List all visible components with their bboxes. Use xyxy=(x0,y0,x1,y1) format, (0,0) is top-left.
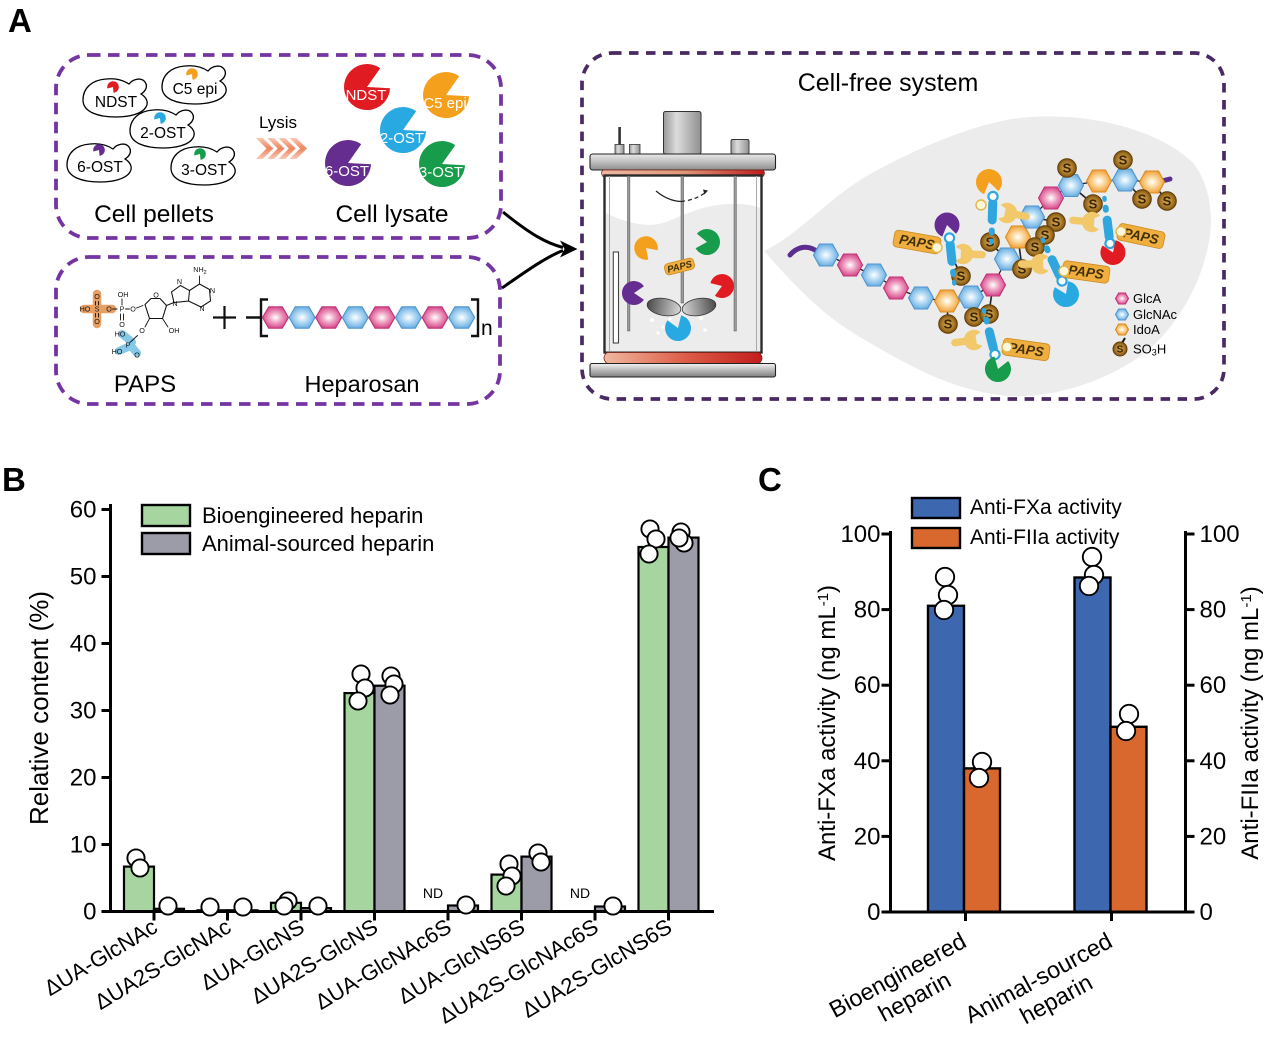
svg-text:PAPS: PAPS xyxy=(1067,262,1105,282)
svg-text:0: 0 xyxy=(83,899,96,926)
svg-text:100: 100 xyxy=(840,521,880,548)
svg-text:O: O xyxy=(94,292,100,301)
svg-text:S: S xyxy=(957,269,966,284)
svg-text:100: 100 xyxy=(1200,521,1240,548)
svg-text:3-OST: 3-OST xyxy=(419,164,463,181)
svg-text:Anti-FXa activity: Anti-FXa activity xyxy=(970,496,1122,519)
svg-text:O: O xyxy=(130,305,136,314)
svg-text:S: S xyxy=(1031,240,1040,255)
svg-text:Lysis: Lysis xyxy=(259,113,297,132)
svg-text:80: 80 xyxy=(854,597,881,624)
svg-text:Animal-sourced heparin: Animal-sourced heparin xyxy=(202,531,434,556)
svg-text:0: 0 xyxy=(867,899,880,926)
svg-text:30: 30 xyxy=(70,698,97,725)
svg-text:2: 2 xyxy=(203,270,206,276)
svg-text:10: 10 xyxy=(70,832,97,859)
svg-text:2-OST: 2-OST xyxy=(140,125,186,142)
svg-text:60: 60 xyxy=(1200,672,1227,699)
svg-text:HO: HO xyxy=(115,330,126,339)
svg-text:80: 80 xyxy=(1200,597,1227,624)
svg-text:PAPS: PAPS xyxy=(898,232,936,253)
svg-text:60: 60 xyxy=(70,497,97,524)
svg-text:Cell lysate: Cell lysate xyxy=(335,201,448,228)
svg-text:S: S xyxy=(1052,215,1061,230)
svg-text:Anti-FIIa activity (ng mL-1): Anti-FIIa activity (ng mL-1) xyxy=(1237,586,1264,859)
svg-text:50: 50 xyxy=(70,564,97,591)
svg-text:S: S xyxy=(944,317,953,332)
svg-text:N: N xyxy=(210,286,215,295)
svg-text:O: O xyxy=(134,351,140,360)
svg-text:O: O xyxy=(106,305,112,314)
svg-text:PAPS: PAPS xyxy=(114,371,176,398)
svg-text:Cell-free system: Cell-free system xyxy=(798,69,979,97)
svg-text:S: S xyxy=(970,310,979,325)
svg-text:N: N xyxy=(172,299,177,308)
svg-text:IdoA: IdoA xyxy=(1133,322,1160,337)
svg-text:C5 epi: C5 epi xyxy=(173,81,218,98)
svg-text:Cell pellets: Cell pellets xyxy=(94,201,214,228)
svg-text:n: n xyxy=(481,317,493,340)
svg-text:20: 20 xyxy=(1200,823,1227,850)
svg-text:O: O xyxy=(139,326,145,335)
svg-text:ND: ND xyxy=(570,885,590,901)
svg-text:6-OST: 6-OST xyxy=(325,163,369,180)
svg-text:S: S xyxy=(1041,228,1050,243)
svg-text:20: 20 xyxy=(70,765,97,792)
svg-text:3-OST: 3-OST xyxy=(181,162,227,179)
svg-text:N: N xyxy=(199,304,204,313)
svg-text:S: S xyxy=(985,307,994,322)
svg-text:40: 40 xyxy=(854,748,881,775)
svg-text:A: A xyxy=(8,2,32,39)
svg-text:S: S xyxy=(1018,262,1027,277)
svg-text:O: O xyxy=(153,291,159,300)
svg-text:OH: OH xyxy=(169,326,180,335)
svg-text:S: S xyxy=(1138,192,1147,207)
svg-text:Anti-FIIa activity: Anti-FIIa activity xyxy=(970,526,1120,549)
svg-text:40: 40 xyxy=(1200,748,1227,775)
svg-text:S: S xyxy=(1117,345,1124,356)
svg-text:C5 epi: C5 epi xyxy=(423,95,466,112)
svg-text:S: S xyxy=(1089,197,1098,212)
svg-text:NH: NH xyxy=(193,265,203,274)
svg-text:6-OST: 6-OST xyxy=(77,159,123,176)
svg-text:HO: HO xyxy=(80,305,91,314)
svg-text:HO: HO xyxy=(112,347,123,356)
svg-text:O: O xyxy=(94,317,100,326)
svg-text:PAPS: PAPS xyxy=(1007,340,1045,360)
svg-text:P: P xyxy=(126,341,131,350)
svg-text:20: 20 xyxy=(854,823,881,850)
svg-text:NDST: NDST xyxy=(95,94,138,111)
svg-text:40: 40 xyxy=(70,631,97,658)
svg-text:GlcA: GlcA xyxy=(1133,291,1162,306)
svg-text:60: 60 xyxy=(854,672,881,699)
svg-text:P: P xyxy=(120,305,125,314)
svg-text:B: B xyxy=(2,461,26,498)
svg-text:N: N xyxy=(177,277,182,286)
svg-text:O: O xyxy=(119,320,125,329)
svg-text:S: S xyxy=(1163,194,1172,209)
svg-text:0: 0 xyxy=(1200,899,1213,926)
svg-text:Anti-FXa activity (ng mL-1): Anti-FXa activity (ng mL-1) xyxy=(814,585,841,861)
svg-text:S: S xyxy=(1063,161,1072,176)
svg-text:Heparosan: Heparosan xyxy=(305,371,420,397)
svg-text:PAPS: PAPS xyxy=(1122,225,1160,247)
svg-text:ND: ND xyxy=(423,885,443,901)
svg-text:S: S xyxy=(95,305,100,314)
svg-text:GlcNAc: GlcNAc xyxy=(1133,307,1178,322)
svg-text:Relative content (%): Relative content (%) xyxy=(24,591,54,825)
svg-text:2-OST: 2-OST xyxy=(380,130,424,147)
svg-text:C: C xyxy=(758,461,782,498)
svg-text:OH: OH xyxy=(118,290,129,299)
svg-text:SO3H: SO3H xyxy=(1133,342,1166,358)
svg-text:NDST: NDST xyxy=(346,87,387,104)
svg-text:Bioengineered heparin: Bioengineered heparin xyxy=(202,503,423,528)
svg-text:S: S xyxy=(1119,153,1128,168)
